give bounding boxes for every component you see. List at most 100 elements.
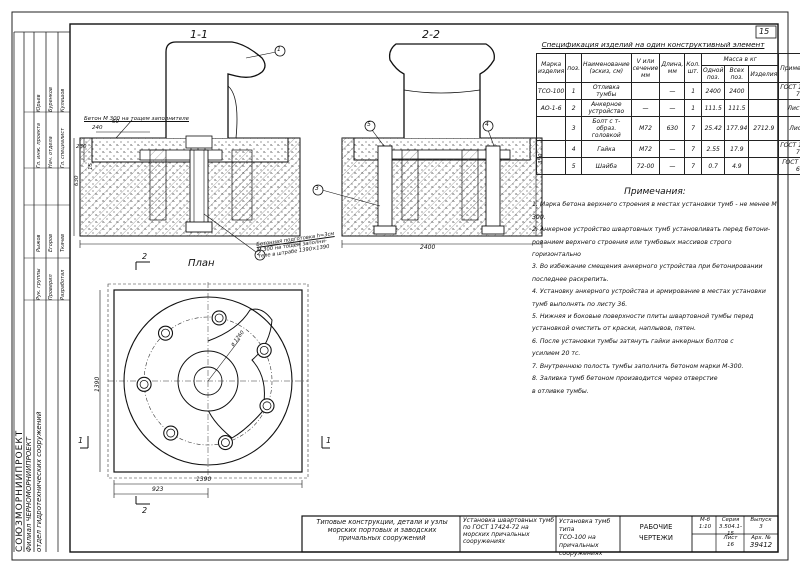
spec-cell: 177.94 bbox=[724, 116, 750, 141]
role-4: Проверил bbox=[48, 274, 54, 300]
sheet-label: Лист bbox=[723, 535, 738, 541]
section-1-1 bbox=[73, 41, 301, 261]
work-title-1: Типовые конструкции, детали и узлы bbox=[316, 518, 448, 526]
note-6b: усилием 20 тс. bbox=[532, 350, 581, 358]
spec-cell: ГОСТ 9649-68 bbox=[778, 157, 800, 175]
spec-cell: 2712.9 bbox=[748, 116, 780, 141]
spec-grid: Марка изделия поз. Наименование (эскиз, … bbox=[535, 53, 800, 175]
spec-title: Спецификация изделий на один конструктив… bbox=[541, 40, 765, 49]
issue-value: 3 bbox=[759, 524, 763, 530]
spec-cell: Лист 13 bbox=[778, 99, 800, 117]
anchor-bolt-hole bbox=[157, 325, 174, 341]
spec-h-length: Длина, мм bbox=[659, 53, 686, 83]
name-2: Юрьев bbox=[36, 94, 42, 112]
callout-3: 3 bbox=[315, 185, 319, 192]
dim-1390-horizontal: 1390 bbox=[196, 476, 212, 483]
org-department: отдел гидротехнических сооружений bbox=[35, 411, 43, 552]
spec-h-mass: Масса в кг bbox=[700, 53, 780, 66]
anchor-bolt-hole bbox=[163, 425, 179, 441]
dim-60: 60 bbox=[112, 119, 119, 125]
sheet-value: 16 bbox=[727, 542, 734, 548]
dim-923: 923 bbox=[152, 486, 164, 493]
scale-label: М-б bbox=[699, 517, 711, 523]
spec-cell: 3 bbox=[565, 116, 582, 141]
archive-label: Арх. № bbox=[751, 535, 771, 541]
role-2: Гл. специалист bbox=[60, 127, 66, 168]
spec-cell: Анкерное устройство bbox=[580, 99, 632, 117]
specification-table: Спецификация изделий на один конструктив… bbox=[535, 40, 800, 175]
series-label: Серия bbox=[721, 517, 740, 523]
dim-2400: 2400 bbox=[420, 244, 436, 251]
sheet-cell: Лист 16 bbox=[717, 535, 744, 549]
dim-1390-vertical: 1390 bbox=[94, 376, 101, 392]
spec-h-mass-one: Одной поз. bbox=[700, 65, 726, 83]
note-4b: тумб выполнять по листу 36. bbox=[532, 300, 628, 308]
spec-h-qty: Кол. шт. bbox=[684, 53, 702, 83]
spec-cell: Лист 1 bbox=[778, 116, 800, 141]
spec-cell bbox=[630, 82, 661, 100]
spec-cell: 630 bbox=[659, 116, 686, 141]
note-5a: 5. Нижняя и боковые поверхности плиты шв… bbox=[532, 313, 754, 321]
spec-cell bbox=[748, 99, 780, 117]
anchor-bolt-hole bbox=[136, 376, 152, 392]
archive-value: 39412 bbox=[749, 541, 773, 549]
dim-630: 630 bbox=[74, 175, 80, 187]
spec-cell: 72-00 bbox=[630, 157, 661, 175]
callout-4: 4 bbox=[485, 121, 489, 128]
spec-cell: 4 bbox=[565, 140, 582, 158]
sheet-title-1: Установка швартовных тумб bbox=[463, 517, 555, 524]
section-title-1-1: 1-1 bbox=[190, 28, 208, 41]
org-branch: Филиал ЧЕРНОМОРНИИПРОЕКТ bbox=[25, 437, 33, 552]
spec-h-mass-item: Изделия bbox=[748, 65, 780, 83]
spec-cell bbox=[535, 116, 567, 141]
spec-cell: — bbox=[659, 157, 686, 175]
notes-block: Примечания: 1. Марка бетона верхнего стр… bbox=[532, 186, 778, 398]
drawing-title-3: сооружениях bbox=[559, 550, 603, 557]
spec-cell: АО-1-6 bbox=[535, 99, 567, 117]
spec-cell bbox=[748, 157, 780, 175]
note-1: 1. Марка бетона верхнего строения в мест… bbox=[532, 201, 777, 221]
series-value: 3.504.1-15 bbox=[719, 524, 742, 537]
spec-cell: 2400 bbox=[724, 82, 750, 100]
anchor-bolt-hole bbox=[211, 310, 227, 326]
anchor-bolt-hole bbox=[256, 342, 272, 358]
spec-cell: М72 bbox=[630, 140, 661, 158]
spec-cell: 1 bbox=[684, 82, 702, 100]
outer-frame bbox=[11, 11, 789, 561]
role-5: Разработал bbox=[60, 269, 66, 300]
spec-cell: ГОСТ 15521-70 bbox=[778, 140, 800, 158]
name-0: Буренков bbox=[48, 87, 54, 112]
name-3: Рыжов bbox=[36, 234, 42, 252]
stage: РАБОЧИЕ ЧЕРТЕЖИ bbox=[622, 522, 690, 544]
title-block-lines bbox=[301, 515, 779, 553]
archive-cell: Арх. № 39412 bbox=[745, 535, 777, 549]
spec-h-note: Примечание bbox=[778, 53, 800, 83]
note-2b: рованием верхнего строения или тумбовых … bbox=[532, 238, 732, 259]
label-concrete-top: Бетон М 300 на тощем заполнителе bbox=[84, 116, 189, 122]
spec-h-gost: V или сечение мм bbox=[630, 53, 661, 83]
spec-cell: Гайка bbox=[580, 140, 632, 158]
section-2-2 bbox=[312, 43, 543, 248]
dim-15: 15 bbox=[88, 163, 94, 170]
spec-h-pos: поз. bbox=[565, 53, 582, 83]
role-0: Гл. инж. проекта bbox=[36, 123, 42, 168]
spec-cell bbox=[748, 82, 780, 100]
note-8a: 8. Заливка тумб бетоном производится чер… bbox=[532, 375, 718, 383]
spec-cell: ГОСТ 17424-72 bbox=[778, 82, 800, 100]
anchor-bolt-hole bbox=[217, 435, 233, 451]
sheet-title-2: по ГОСТ 17424-72 на bbox=[463, 524, 529, 531]
section-mark-1-right: 1 bbox=[326, 436, 332, 445]
spec-cell: М72 bbox=[630, 116, 661, 141]
sheet-number: 15 bbox=[759, 27, 770, 36]
spec-cell: 1 bbox=[565, 82, 582, 100]
name-5: Ткачев bbox=[60, 233, 66, 252]
spec-cell: 5 bbox=[565, 157, 582, 175]
dim-230: 230 bbox=[76, 144, 87, 150]
dim-240: 240 bbox=[92, 125, 103, 131]
role-1: Нач. отдела bbox=[48, 136, 54, 168]
plan-title: План bbox=[188, 258, 215, 269]
spec-cell: — bbox=[659, 99, 686, 117]
